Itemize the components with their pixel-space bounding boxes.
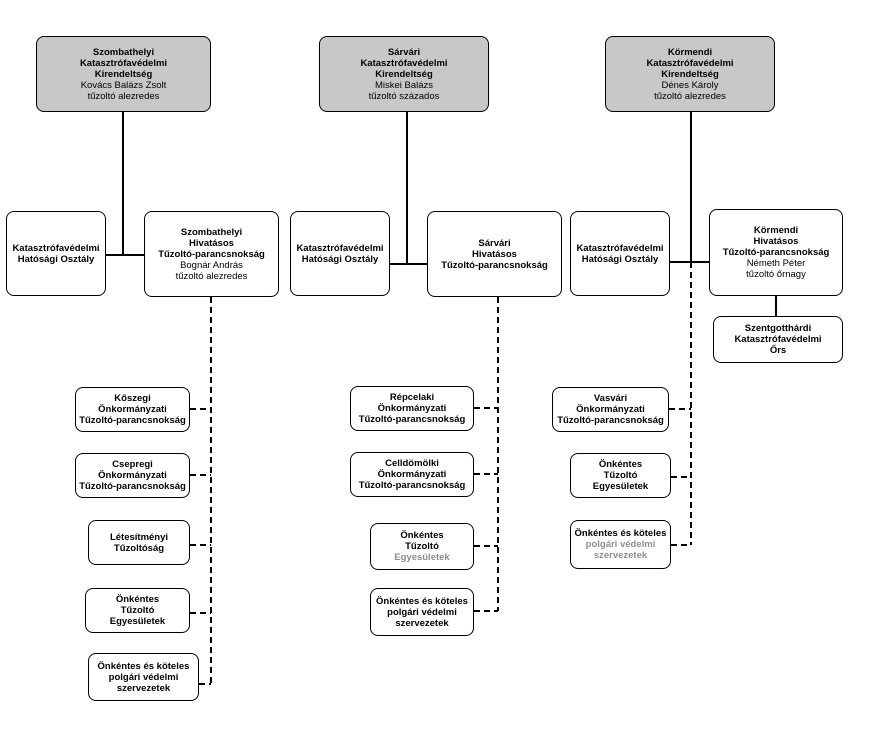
box-line: Katasztrófavédelmi [576,242,664,254]
box-rank: tűzoltó százados [368,90,440,102]
box-line: Hatósági Osztály [581,253,659,265]
box-line: Répcelaki [389,392,435,403]
box-line: Tűzoltó-parancsnokság [557,415,664,426]
box-line: Szombathelyi [180,226,243,238]
box-line: Önkéntes és köteles [376,595,468,607]
csepreg-unit-box: Csepregi Önkormányzati Tűzoltó-parancsno… [75,453,190,498]
kormend-authority-box: Katasztrófavédelmi Hatósági Osztály [570,211,670,296]
box-line: Szombathelyi [92,46,155,58]
box-line: Önkéntes és köteles [97,660,190,672]
box-line: Egyesületek [394,552,450,563]
box-rank: tűzoltó őrnagy [746,269,806,280]
box-line: Sárvári [478,237,511,249]
civil-defence-box: Önkéntes és köteles polgári védelmi szer… [570,520,671,569]
box-line: Önkéntes [598,459,643,470]
box-line: Katasztrófavédelmi [79,57,168,69]
box-line: Tűzoltó-parancsnokság [358,480,466,491]
box-line: Katasztrófavédelmi [646,57,734,69]
box-line: Csepregi [112,459,153,470]
box-line: Katasztrófavédelmi [360,57,448,69]
box-line: Önkormányzati [377,403,447,414]
box-line: Tűzoltó [405,541,439,552]
volunteer-fire-box: Önkéntes Tűzoltó Egyesületek [370,523,474,570]
box-line: Tűzoltó-parancsnokság [158,248,265,260]
box-line: Tűzoltóság [113,542,165,554]
box-person: Kovács Balázs Zsolt [80,79,167,91]
box-line: Tűzoltó [603,470,638,481]
box-line: Hivatásos [189,237,234,249]
box-line: Önkormányzati [98,404,167,415]
box-line: Egyesületek [109,616,166,627]
box-line: szervezetek [395,617,449,629]
box-line: Tűzoltó-parancsnokság [79,415,186,426]
civil-defence-box: Önkéntes és köteles polgári védelmi szer… [88,653,199,701]
box-line: Vasvári [593,393,628,404]
box-line: Kirendeltség [661,68,719,80]
box-line: polgári védelmi [585,539,656,550]
box-line: szervezetek [116,682,171,694]
facility-fire-box: Létesítményi Tűzoltóság [88,520,190,565]
box-line: Celldömölki [385,458,439,469]
koszeg-unit-box: Kőszegi Önkormányzati Tűzoltó-parancsnok… [75,387,190,432]
box-line: Katasztrófavédelmi [734,334,822,345]
box-person: Dénes Károly [661,79,719,91]
box-line: Hivatásos [472,248,517,260]
box-line: Kirendeltség [94,68,153,80]
szombathely-command-box: Szombathelyi Hivatásos Tűzoltó-parancsno… [144,211,279,297]
box-line: Sárvári [387,46,421,58]
box-person: Bognár András [180,259,243,271]
box-line: Körmendi [667,46,713,58]
celldomolk-unit-box: Celldömölki Önkormányzati Tűzoltó-paranc… [350,452,474,497]
box-line: Szentgotthárdi [744,323,812,334]
box-line: Tűzoltó-parancsnokság [79,481,186,492]
sarvar-branch-box: Sárvári Katasztrófavédelmi Kirendeltség … [319,36,489,112]
kormend-branch-box: Körmendi Katasztrófavédelmi Kirendeltség… [605,36,775,112]
box-line: polgári védelmi [387,606,457,618]
box-line: Kirendeltség [375,68,433,80]
box-rank: tűzoltó alezredes [654,90,726,102]
box-line: Önkéntes [400,530,444,541]
kormend-command-box: Körmendi Hivatásos Tűzoltó-parancsnokság… [709,209,843,296]
box-line: Őrs [769,345,787,356]
box-line: polgári védelmi [108,671,179,683]
box-line: Tűzoltó [120,605,155,616]
box-line: Hatósági Osztály [17,253,95,265]
repcelak-unit-box: Répcelaki Önkormányzati Tűzoltó-parancsn… [350,386,474,431]
box-line: Tűzoltó-parancsnokság [722,247,830,258]
vasvar-unit-box: Vasvári Önkormányzati Tűzoltó-parancsnok… [552,387,669,432]
box-line: Hivatásos [753,236,799,247]
box-rank: tűzoltó alezredes [87,90,160,102]
szombathely-branch-box: Szombathelyi Katasztrófavédelmi Kirendel… [36,36,211,112]
box-line: Körmendi [753,225,799,236]
box-line: Önkormányzati [576,404,645,415]
box-line: Tűzoltó-parancsnokság [358,414,466,425]
civil-defence-box: Önkéntes és köteles polgári védelmi szer… [370,588,474,636]
box-line: Katasztrófavédelmi [12,242,100,254]
szentgotthard-station-box: Szentgotthárdi Katasztrófavédelmi Őrs [713,316,843,363]
box-line: Létesítményi [109,531,169,543]
volunteer-fire-box: Önkéntes Tűzoltó Egyesületek [570,453,671,498]
box-line: Egyesületek [592,481,649,492]
box-line: Katasztrófavédelmi [296,242,384,254]
sarvar-authority-box: Katasztrófavédelmi Hatósági Osztály [290,211,390,296]
box-person: Miskei Balázs [374,79,434,91]
box-line: Önkéntes [115,594,160,605]
szombathely-authority-box: Katasztrófavédelmi Hatósági Osztály [6,211,106,296]
volunteer-fire-box: Önkéntes Tűzoltó Egyesületek [85,588,190,633]
box-line: Önkormányzati [98,470,167,481]
box-line: Önkormányzati [377,469,447,480]
box-rank: tűzoltó alezredes [175,270,248,282]
box-line: Hatósági Osztály [301,253,379,265]
box-person: Németh Péter [746,258,806,269]
box-line: Kőszegi [114,393,151,404]
box-line: Önkéntes és köteles [574,528,667,539]
box-line: Tűzoltó-parancsnokság [441,259,548,271]
sarvar-command-box: Sárvári Hivatásos Tűzoltó-parancsnokság [427,211,562,297]
box-line: szervezetek [593,550,648,561]
